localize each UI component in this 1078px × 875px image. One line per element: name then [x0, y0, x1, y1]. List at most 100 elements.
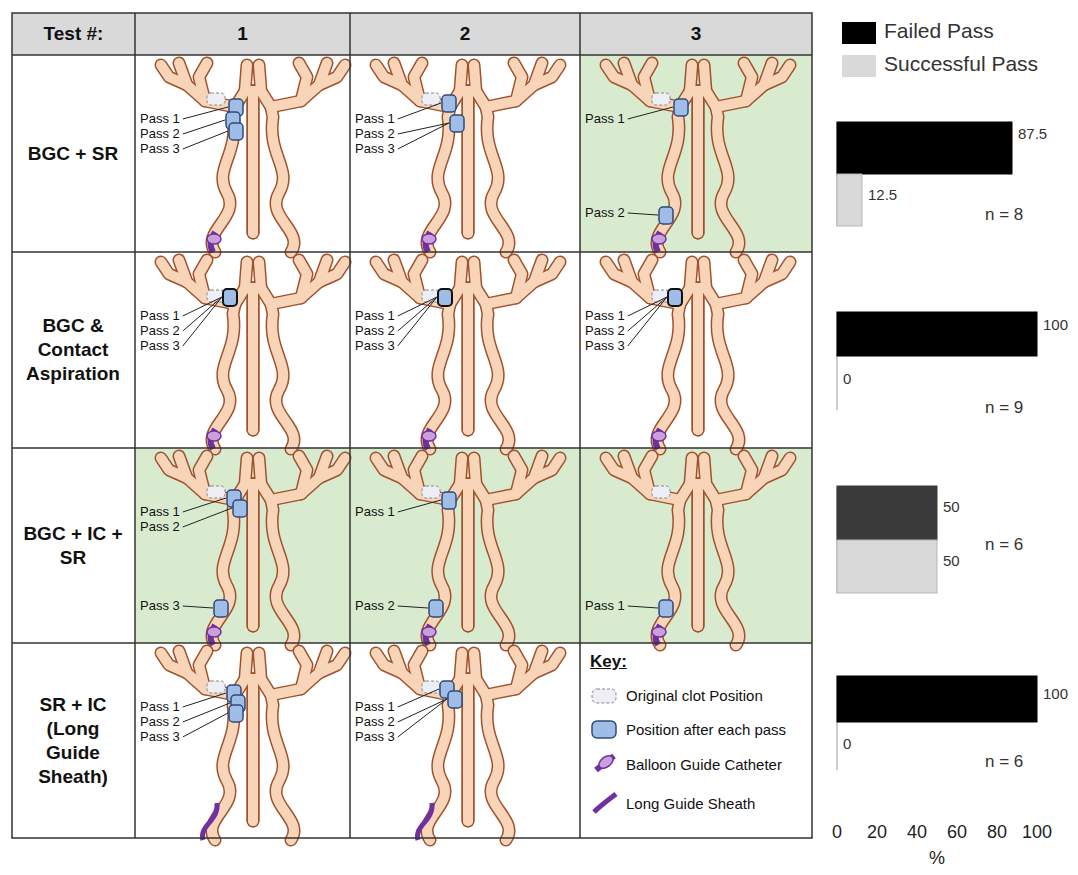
table-border	[12, 13, 812, 838]
axis-unit: %	[929, 848, 945, 869]
vessel-segment	[414, 63, 422, 101]
vessel-segment	[199, 63, 207, 101]
vessel-segment	[376, 65, 402, 85]
original-clot	[207, 681, 225, 693]
clot-position	[438, 289, 452, 306]
leader-line	[398, 123, 449, 134]
row-header: BGC + IC + SR	[18, 522, 128, 570]
column-header: 1	[135, 13, 350, 55]
vessel-segment	[199, 651, 207, 689]
vessel-segment	[414, 651, 422, 689]
pass-label: Pass 1	[140, 111, 180, 126]
vessel-half	[161, 456, 253, 645]
vessel-segment	[247, 679, 260, 821]
vessel-segment	[199, 260, 207, 298]
catheter-balloon	[207, 627, 221, 637]
vessel-segment	[486, 695, 509, 840]
vessel-half	[376, 456, 468, 645]
leader-line	[183, 131, 228, 149]
vessel-segment	[693, 288, 703, 430]
leader-line	[398, 500, 441, 512]
leader-line	[628, 606, 658, 608]
leader-line	[398, 297, 437, 316]
pass-label: Pass 3	[140, 729, 180, 744]
leader-line	[398, 689, 439, 707]
vessel-segment	[248, 288, 258, 430]
vessel-segment	[376, 262, 402, 282]
vessel-half	[253, 260, 345, 449]
leader-line	[398, 699, 447, 737]
vessel-segment	[248, 91, 258, 233]
vessel-half	[376, 63, 468, 252]
row-rule	[12, 251, 812, 253]
original-clot	[422, 93, 440, 105]
vessel-segment	[271, 107, 294, 252]
vessel-segment	[414, 456, 422, 494]
column-header: 2	[350, 13, 580, 55]
vessel-segment	[514, 260, 522, 298]
vessel-segment	[319, 458, 345, 478]
vessel-segment	[486, 695, 509, 840]
vessel-segment	[534, 65, 560, 85]
vessel-segment	[463, 679, 473, 821]
vessel-half	[698, 260, 790, 449]
vessel-segment	[319, 262, 345, 282]
vessel-illustration	[606, 63, 790, 252]
vessel-illustration	[376, 456, 560, 645]
vessel-segment	[299, 456, 307, 494]
vessel-segment	[299, 260, 307, 298]
vessel-segment	[248, 288, 258, 430]
key-text: Balloon Guide Catheter	[626, 756, 782, 773]
pass-label: Pass 1	[585, 308, 625, 323]
vessel-segment	[248, 679, 258, 821]
clot-position	[448, 691, 462, 708]
vessel-segment	[657, 107, 680, 252]
pass-label: Pass 1	[140, 308, 180, 323]
vessel-half	[253, 456, 345, 645]
vessel-segment	[657, 304, 680, 449]
vessel-segment	[692, 484, 705, 626]
clot-position	[229, 123, 243, 140]
vessel-segment	[534, 653, 560, 673]
leader-line	[183, 107, 228, 119]
vessel-half	[161, 260, 253, 449]
clot-position	[674, 99, 688, 116]
sheath-symbol	[594, 794, 616, 812]
vessel-segment	[463, 288, 473, 430]
vessel-segment	[462, 288, 475, 430]
original-clot	[207, 93, 225, 105]
vessel-illustration	[606, 260, 790, 449]
vessel-segment	[319, 65, 345, 85]
original-clot-symbol	[592, 689, 616, 703]
key-heading: Key:	[590, 652, 627, 672]
pass-label: Pass 3	[355, 729, 395, 744]
pass-label: Pass 2	[355, 323, 395, 338]
vessel-segment	[427, 304, 450, 449]
vessel-segment	[744, 260, 752, 298]
vessel-segment	[161, 653, 187, 673]
vessel-segment	[462, 484, 475, 626]
leader-line	[398, 606, 428, 608]
vessel-half	[468, 63, 560, 252]
original-clot	[422, 681, 440, 693]
clot-symbol	[592, 721, 616, 738]
column-header: 3	[580, 13, 812, 55]
pass-label: Pass 1	[585, 598, 625, 613]
pass-label: Pass 2	[140, 714, 180, 729]
vessel-segment	[248, 484, 258, 626]
vessel-segment	[644, 63, 652, 101]
leader-line	[183, 498, 226, 512]
leader-line	[183, 606, 213, 608]
vessel-segment	[657, 107, 680, 252]
axis-tick: 60	[947, 822, 967, 843]
leader-line	[183, 120, 225, 134]
long-guide-sheath	[417, 803, 432, 840]
vessel-half	[698, 456, 790, 645]
header-band	[12, 13, 812, 55]
vessel-illustration	[161, 63, 345, 252]
pass-label: Pass 3	[140, 598, 180, 613]
vessel-half	[161, 456, 253, 645]
pass-label: Pass 1	[140, 504, 180, 519]
catheter-balloon	[422, 234, 436, 244]
bar	[837, 312, 1037, 356]
